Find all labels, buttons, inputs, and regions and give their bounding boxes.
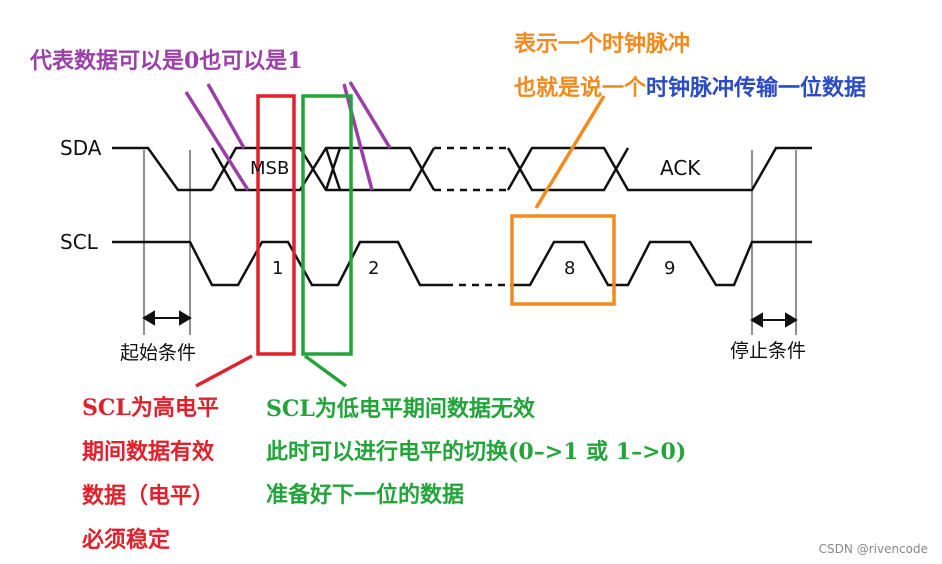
red-annotation-line: 必须稳定: [82, 527, 171, 553]
sda-waveform: [112, 146, 812, 192]
orange-pointer-line: [534, 95, 606, 209]
red-pointer-line: [195, 354, 253, 388]
red-annotation-line: SCL为高电平: [82, 395, 219, 421]
clock-pulse-highlight-box: [510, 214, 616, 306]
clock-label-2: 2: [368, 258, 380, 279]
clock-label-8: 8: [564, 258, 576, 279]
green-pointer-line: [303, 354, 348, 388]
red-annotation-line: 数据（电平）: [82, 483, 215, 509]
msb-label: MSB: [250, 158, 290, 179]
stop-condition-arrow: [750, 312, 798, 328]
orange-annotation-part-b: 时钟脉冲传输: [646, 75, 779, 101]
scl-label: SCL: [60, 230, 98, 254]
purple-pointer-lines: [184, 81, 392, 191]
scl-waveform: [112, 240, 812, 287]
scl-high-highlight-box: [256, 94, 296, 356]
clock-label-9: 9: [664, 258, 676, 279]
orange-annotation-part-a: 也就是说一个: [514, 75, 647, 101]
scl-low-highlight-box: [301, 94, 353, 356]
clock-label-1: 1: [272, 258, 284, 279]
orange-annotation-line2: 也就是说一个时钟脉冲传输一位数据: [514, 70, 866, 102]
watermark: CSDN @rivencode: [818, 542, 928, 556]
red-annotation: SCL为高电平 期间数据有效 数据（电平） 必须稳定: [82, 386, 219, 562]
red-annotation-line: 期间数据有效: [82, 439, 215, 465]
start-condition-label: 起始条件: [120, 342, 197, 364]
green-annotation-line: 此时可以进行电平的切换(0–>1 或 1–>0): [266, 439, 687, 465]
green-annotation-line: 准备好下一位的数据: [266, 482, 465, 508]
green-annotation-line: SCL为低电平期间数据无效: [266, 396, 535, 422]
stop-condition-label: 停止条件: [730, 340, 807, 362]
ack-label: ACK: [660, 156, 701, 180]
green-annotation: SCL为低电平期间数据无效 此时可以进行电平的切换(0–>1 或 1–>0) 准…: [266, 388, 686, 517]
orange-annotation-part-c: 一位数据: [778, 75, 867, 101]
start-condition-arrow: [142, 310, 192, 326]
orange-annotation-line1: 表示一个时钟脉冲: [514, 31, 691, 57]
sda-label: SDA: [60, 136, 102, 160]
purple-annotation: 代表数据可以是0也可以是1: [30, 48, 303, 74]
